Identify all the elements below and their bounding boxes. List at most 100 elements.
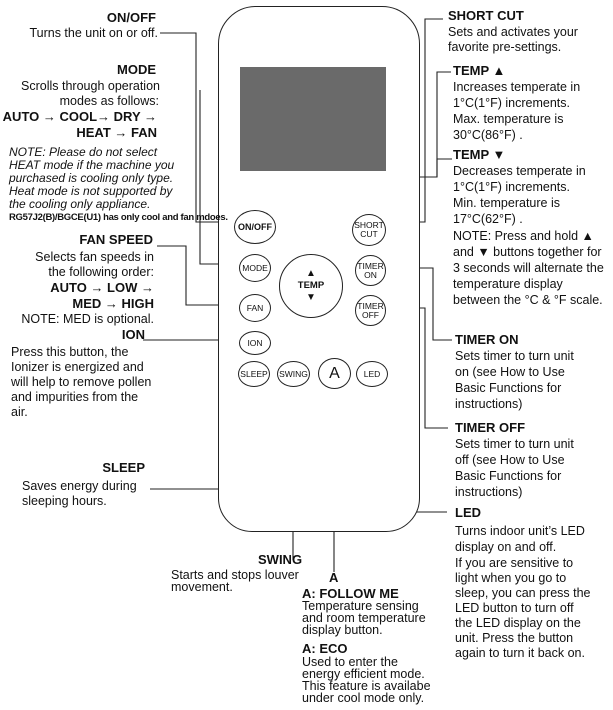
temp-down-desc-4: 17°C(62°F) . <box>453 212 523 226</box>
temp-button[interactable]: ▲ TEMP ▼ <box>279 254 343 318</box>
eco-desc-4: under cool mode only. <box>302 691 425 705</box>
mode-desc-4: HEAT → FAN <box>76 125 157 140</box>
led-desc-9: again to turn it back on. <box>455 646 585 660</box>
fan-button[interactable]: FAN <box>239 294 271 322</box>
fan-speed-desc-4: MED → HIGH <box>72 296 154 311</box>
timer-off-desc-3: Basic Functions for <box>455 469 562 483</box>
ion-desc-4: and impurities from the <box>11 390 139 404</box>
eco-desc-1: Used to enter the <box>302 655 398 669</box>
led-desc-4: light when you go to <box>455 571 567 585</box>
mode-desc-3: AUTO → COOL→ DRY → <box>2 109 157 124</box>
temp-down-desc-9: between the °C & °F scale. <box>453 293 603 307</box>
temp-down-desc-5: NOTE: Press and hold ▲ <box>453 229 594 243</box>
temp-down-icon[interactable]: ▼ <box>306 292 316 303</box>
onoff-button-label: ON/OFF <box>238 221 272 232</box>
led-desc-1: Turns indoor unit’s LED <box>455 524 585 538</box>
led-desc-5: sleep, you can press the <box>455 586 591 600</box>
fan-speed-desc-3: AUTO → LOW → <box>50 280 154 295</box>
ion-button-label: ION <box>247 337 263 348</box>
temp-down-title: TEMP ▼ <box>453 147 506 162</box>
ion-desc-5: air. <box>11 405 28 419</box>
short-cut-label-2: CUT <box>360 229 378 239</box>
led-desc-3: If you are sensitive to <box>455 556 574 570</box>
led-desc-6: LED button to turn off <box>455 601 574 615</box>
timer-on-label-2: ON <box>364 269 377 280</box>
swing-desc-1: Starts and stops louver <box>171 568 299 582</box>
follow-me-desc-1: Temperature sensing <box>302 599 419 613</box>
temp-down-desc-7: 3 seconds will alternate the <box>453 261 604 275</box>
mode-note-2: HEAT mode if the machine you <box>9 158 175 172</box>
onoff-title: ON/OFF <box>106 10 156 25</box>
swing-button[interactable]: SWING <box>277 361 310 387</box>
eco-title: A: ECO <box>302 641 348 656</box>
mode-button-label: MODE <box>242 262 268 273</box>
temp-down-desc-1: Decreases temperate in <box>453 164 586 178</box>
temp-down-desc-8: temperature display <box>453 277 563 291</box>
fan-speed-desc-1: Selects fan speeds in <box>35 250 154 264</box>
follow-me-desc-3: display button. <box>302 623 383 637</box>
timer-off-label-2: OFF <box>361 309 379 320</box>
timer-on-desc-2: on (see How to Use <box>455 365 565 379</box>
short-cut-desc-1: Sets and activates your <box>448 25 578 39</box>
leader-onoff <box>160 32 234 223</box>
temp-up-icon[interactable]: ▲ <box>306 268 316 279</box>
follow-me-title: A: FOLLOW ME <box>302 586 399 601</box>
led-desc-8: unit. Press the button <box>455 631 574 645</box>
ion-title: ION <box>121 327 145 342</box>
mode-button[interactable]: MODE <box>239 254 271 282</box>
sleep-button-label: SLEEP <box>240 368 268 379</box>
fan-speed-desc-2: the following order: <box>48 265 154 279</box>
leader-temp-down <box>436 158 452 177</box>
temp-up-title: TEMP ▲ <box>453 63 506 78</box>
timer-on-desc-3: Basic Functions for <box>455 381 562 395</box>
temp-button-label: ▲ TEMP ▼ <box>298 268 324 304</box>
eco-desc-2: energy efficient mode. <box>302 667 425 681</box>
led-button[interactable]: LED <box>356 361 388 387</box>
mode-note-4: Heat mode is not supported by <box>9 184 173 198</box>
temp-down-desc-3: Min. temperature is <box>453 196 560 210</box>
timer-off-title: TIMER OFF <box>455 420 526 435</box>
led-title: LED <box>455 505 481 520</box>
lcd-screen <box>240 67 386 171</box>
led-desc-2: display on and off. <box>455 540 557 554</box>
short-cut-label-1: SHORT <box>354 220 384 230</box>
temp-down-desc-6: and ▼ buttons together for <box>453 245 602 259</box>
follow-me-desc-2: and room temperature <box>302 611 426 625</box>
temp-down-desc-2: 1°C(1°F) increments. <box>453 180 570 194</box>
ion-button[interactable]: ION <box>239 331 271 355</box>
ion-desc-2: Ionizer is energized and <box>11 360 144 374</box>
mode-note-5: the cooling only appliance. <box>9 197 151 211</box>
temp-up-desc-3: Max. temperature is <box>453 112 564 126</box>
mode-note-3: purchased is cooling only type. <box>9 171 174 185</box>
mode-desc-2: modes as follows: <box>59 94 159 108</box>
a-button[interactable]: A <box>318 358 351 389</box>
onoff-desc: Turns the unit on or off. <box>29 26 158 40</box>
sleep-button[interactable]: SLEEP <box>238 361 270 387</box>
led-button-label: LED <box>363 368 381 379</box>
timer-off-label-1: TIMER <box>357 300 384 311</box>
timer-off-desc-4: instructions) <box>455 485 523 499</box>
mode-model-note: RG57J2(B)/BGCE(U1) has only cool and fan… <box>9 212 228 223</box>
timer-on-label-1: TIMER <box>357 260 384 271</box>
short-cut-title: SHORT CUT <box>448 8 524 23</box>
a-title: A <box>329 570 339 585</box>
sleep-desc-1: Saves energy during <box>22 479 137 493</box>
fan-button-label: FAN <box>246 302 264 313</box>
timer-on-title: TIMER ON <box>455 332 519 347</box>
ion-desc-1: Press this button, the <box>11 345 129 359</box>
swing-desc-2: movement. <box>171 580 233 594</box>
fan-speed-title: FAN SPEED <box>79 232 153 247</box>
mode-desc-1: Scrolls through operation <box>21 79 160 93</box>
onoff-button[interactable]: ON/OFF <box>234 210 276 244</box>
timer-off-desc-2: off (see How to Use <box>455 453 565 467</box>
timer-on-desc-1: Sets timer to turn unit <box>455 349 574 363</box>
timer-off-desc-1: Sets timer to turn unit <box>455 437 574 451</box>
mode-title: MODE <box>117 62 156 77</box>
